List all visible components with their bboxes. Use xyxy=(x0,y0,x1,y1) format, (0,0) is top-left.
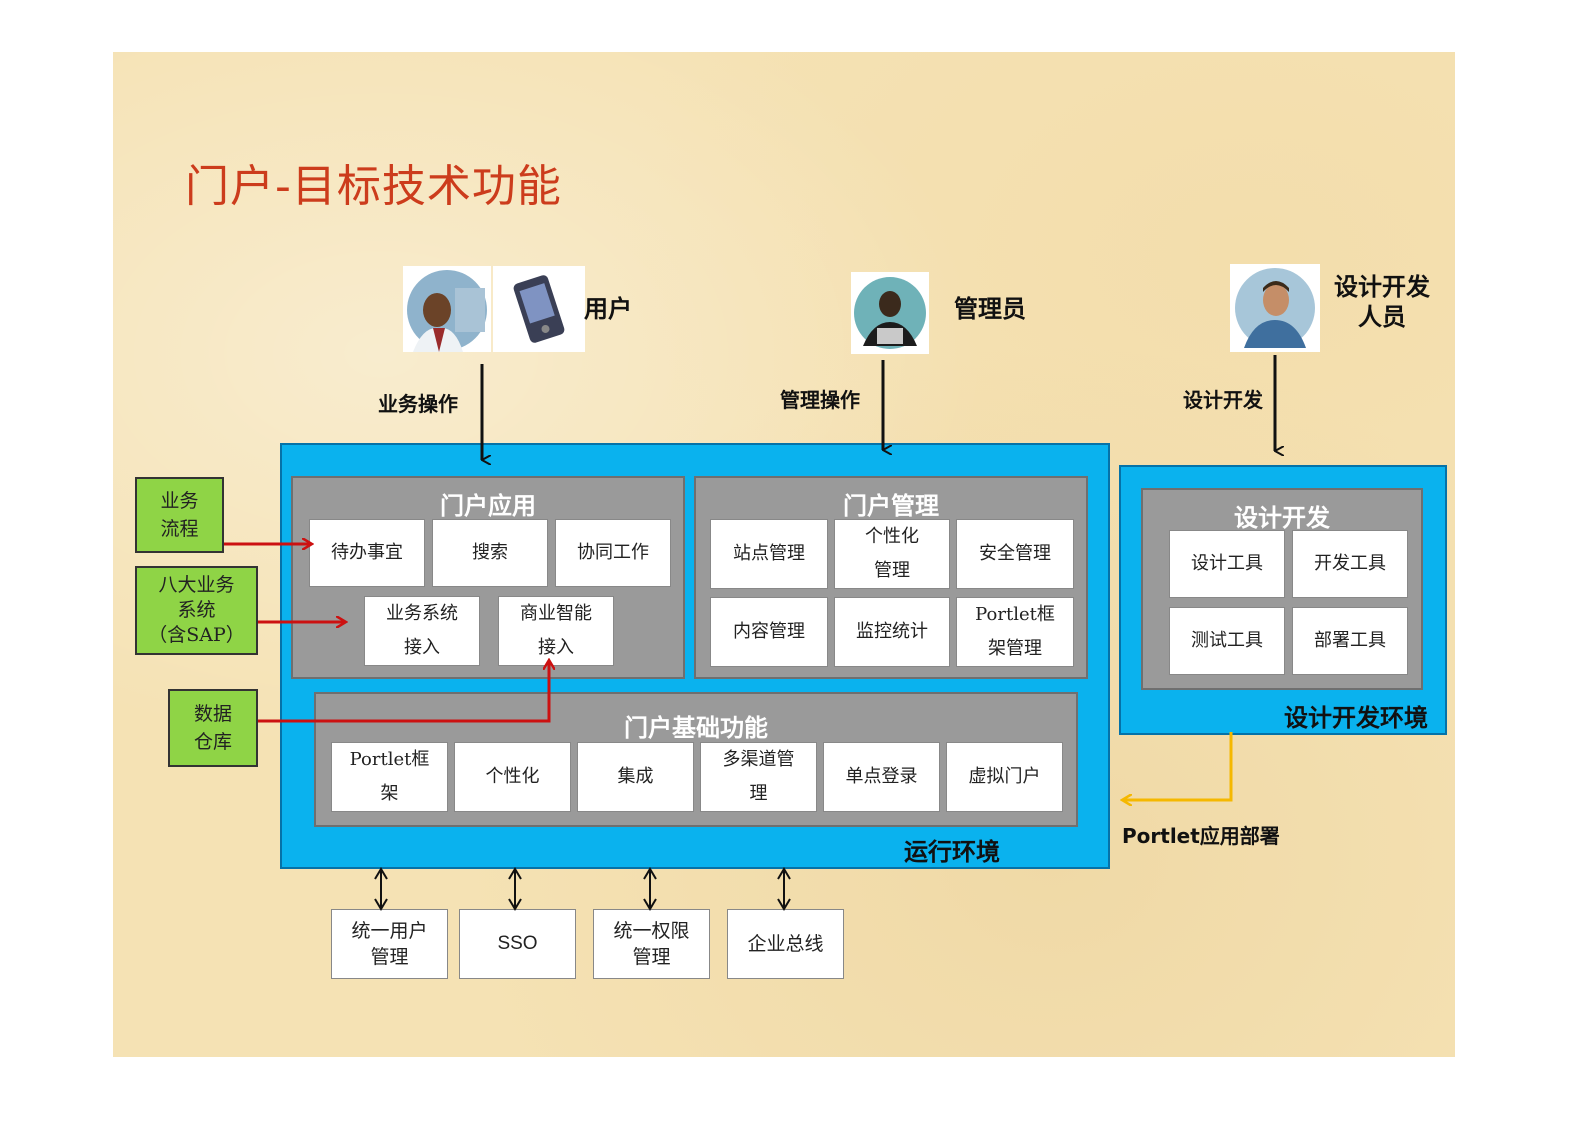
admin-label: 管理员 xyxy=(954,295,1026,323)
portal-management-title: 门户管理 xyxy=(843,492,939,520)
integration-item: 集成 xyxy=(577,742,694,812)
developer-photo-icon xyxy=(1230,264,1320,352)
virtual-portal-item: 虚拟门户 xyxy=(946,742,1063,812)
design-environment-label: 设计开发环境 xyxy=(1284,704,1428,732)
development-tools-item: 开发工具 xyxy=(1292,530,1408,598)
page-title: 门户-目标技术功能 xyxy=(185,161,562,212)
search-item: 搜索 xyxy=(432,519,548,587)
portlet-framework-management-item: Portlet框 架管理 xyxy=(956,597,1074,667)
administrator-photo-icon xyxy=(851,272,929,354)
design-development-operation-label: 设计开发 xyxy=(1183,388,1263,412)
todo-item: 待办事宜 xyxy=(309,519,425,587)
sso-box: SSO xyxy=(459,909,576,979)
portal-application-title: 门户应用 xyxy=(440,492,536,520)
portal-base-functions-title: 门户基础功能 xyxy=(624,714,768,742)
data-warehouse-source: 数据 仓库 xyxy=(168,689,258,767)
enterprise-service-bus-box: 企业总线 xyxy=(727,909,844,979)
personalization-item: 个性化 xyxy=(454,742,571,812)
personalization-management-item: 个性化 管理 xyxy=(834,519,950,589)
site-management-item: 站点管理 xyxy=(710,519,828,589)
single-sign-on-item: 单点登录 xyxy=(823,742,940,812)
design-development-title: 设计开发 xyxy=(1234,504,1330,532)
unified-permission-management-box: 统一权限 管理 xyxy=(593,909,710,979)
portlet-deployment-label: Portlet应用部署 xyxy=(1122,824,1280,848)
multi-channel-management-item: 多渠道管 理 xyxy=(700,742,817,812)
eight-business-systems-source: 八大业务 系统 （含SAP） xyxy=(135,566,258,655)
runtime-environment-label: 运行环境 xyxy=(904,838,1000,866)
design-tools-item: 设计工具 xyxy=(1169,530,1285,598)
deployment-tools-item: 部署工具 xyxy=(1292,607,1408,675)
monitoring-statistics-item: 监控统计 xyxy=(834,597,950,667)
business-system-access-item: 业务系统 接入 xyxy=(364,596,480,666)
business-user-photo-icon xyxy=(403,266,491,352)
developer-label: 设计开发 人员 xyxy=(1334,273,1430,331)
content-management-item: 内容管理 xyxy=(710,597,828,667)
collaboration-item: 协同工作 xyxy=(555,519,671,587)
unified-user-management-box: 统一用户 管理 xyxy=(331,909,448,979)
portlet-framework-item: Portlet框 架 xyxy=(331,742,448,812)
security-management-item: 安全管理 xyxy=(956,519,1074,589)
pda-device-icon xyxy=(493,266,585,352)
business-intelligence-access-item: 商业智能 接入 xyxy=(498,596,614,666)
testing-tools-item: 测试工具 xyxy=(1169,607,1285,675)
business-operation-label: 业务操作 xyxy=(378,392,458,416)
management-operation-label: 管理操作 xyxy=(780,388,860,412)
user-label: 用户 xyxy=(584,295,632,323)
business-process-source: 业务 流程 xyxy=(135,477,224,553)
